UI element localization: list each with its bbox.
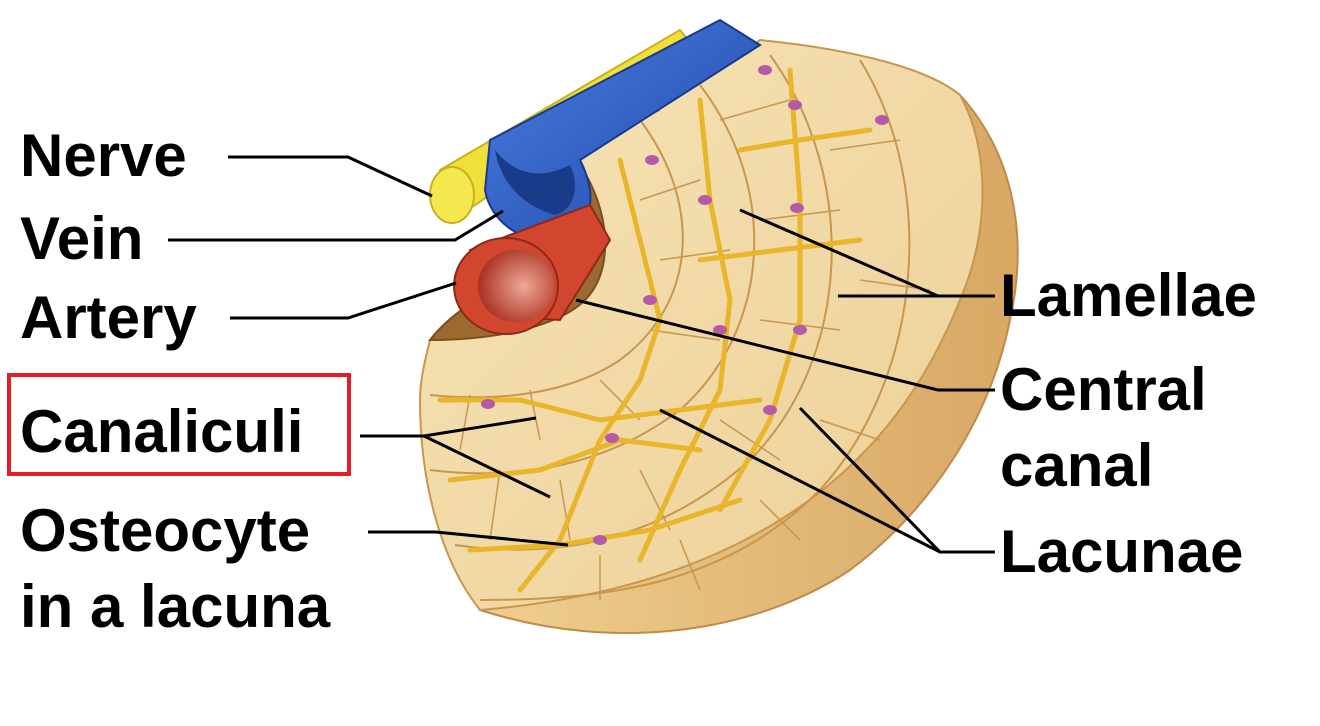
lacunae-leader-2 xyxy=(659,408,941,554)
central-canal-label-line1: Central xyxy=(1000,356,1207,423)
nerve-label: Nerve xyxy=(20,122,187,189)
osteocyte-nuclei xyxy=(481,65,889,545)
canaliculi-network xyxy=(437,67,873,593)
bone-block xyxy=(418,38,1019,635)
highlight-box xyxy=(7,373,351,476)
canaliculi-label: Canaliculi xyxy=(20,398,304,465)
vein-leader xyxy=(168,209,504,242)
lamella-ring xyxy=(429,119,684,399)
vein-label: Vein xyxy=(20,205,144,272)
nerve-leader xyxy=(228,155,433,198)
artery-leader xyxy=(230,281,457,320)
central-canal-leader xyxy=(575,298,995,392)
artery-label: Artery xyxy=(20,284,197,351)
lamella-ring xyxy=(479,59,911,601)
lamellae-label: Lamellae xyxy=(1000,262,1257,329)
canaliculi-leader-2 xyxy=(423,434,551,499)
leader-lines xyxy=(168,155,995,554)
artery-vessel xyxy=(453,203,612,335)
osteocyte-label-line2: in a lacuna xyxy=(20,573,331,640)
central-canal-label-line2: canal xyxy=(1000,432,1154,499)
lacunae-label: Lacunae xyxy=(1000,518,1244,585)
osteocyte-label-line1: Osteocyte xyxy=(20,497,311,564)
osteocyte-leader xyxy=(368,530,569,547)
